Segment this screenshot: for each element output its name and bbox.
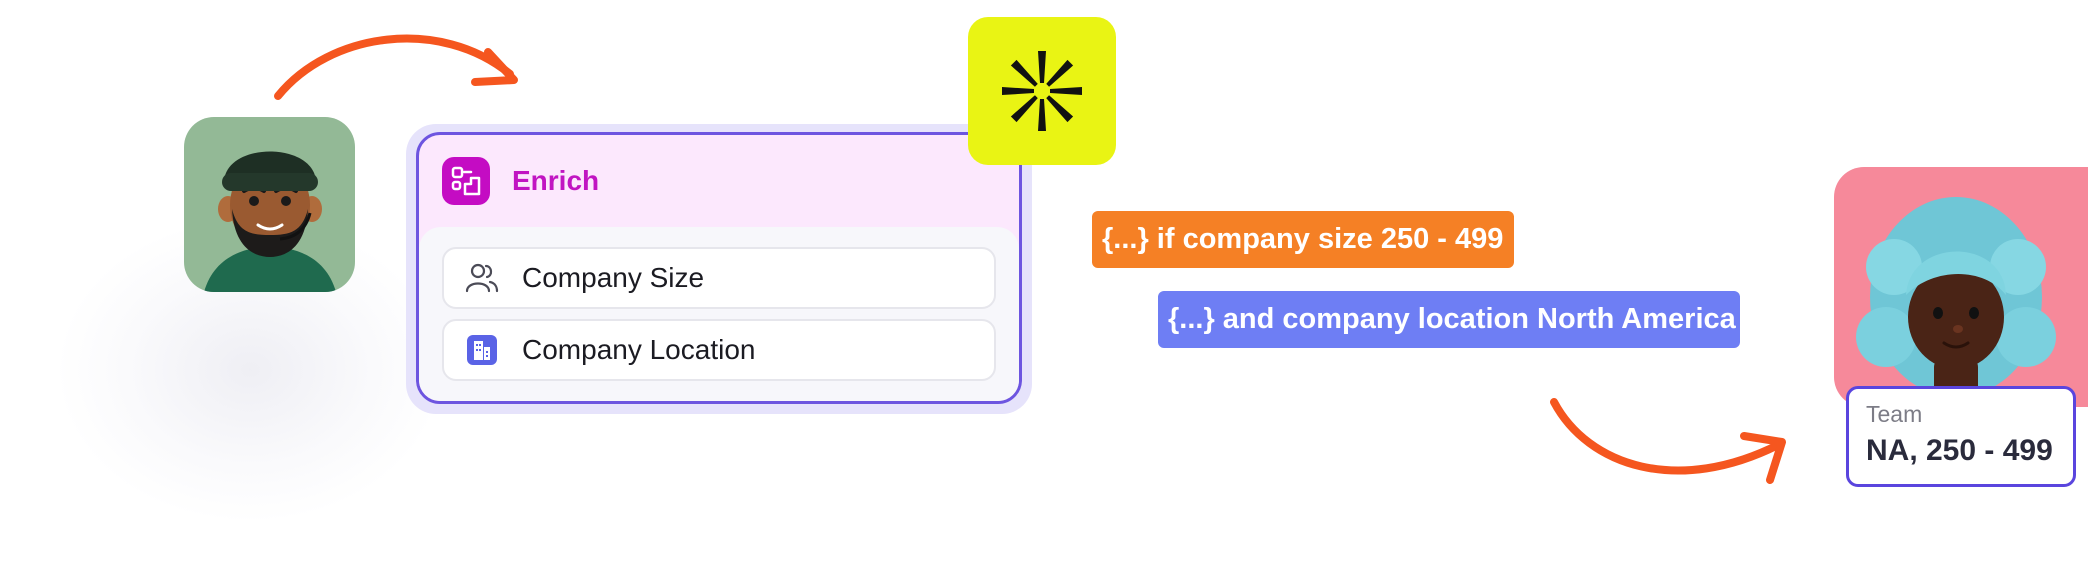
field-label: Company Location [522, 334, 756, 365]
curved-arrow-top [270, 22, 530, 102]
woman-avatar [1834, 167, 2088, 407]
users-icon [464, 260, 500, 296]
man-avatar [184, 117, 355, 292]
curved-arrow-bottom [1548, 396, 1798, 496]
enrich-title: Enrich [512, 165, 600, 196]
enrich-card[interactable]: Enrich Company Size [416, 132, 1022, 404]
field-company-size[interactable]: Company Size [442, 247, 996, 309]
enrich-card-header: Enrich [419, 135, 1019, 227]
enrich-card-body: Company Size Company Location [419, 227, 1019, 401]
condition-company-location: {...} and company location North America [1158, 291, 1740, 348]
team-label: Team [1866, 401, 1923, 427]
team-result-card: Team NA, 250 - 499 [1846, 386, 2076, 487]
team-value: NA, 250 - 499 [1866, 434, 2053, 467]
condition-company-size: {...} if company size 250 - 499 [1092, 211, 1514, 268]
field-company-location[interactable]: Company Location [442, 319, 996, 381]
enrich-icon [442, 157, 490, 205]
field-label: Company Size [522, 262, 705, 293]
asterisk-logo-icon [968, 17, 1116, 165]
building-icon [464, 332, 500, 368]
